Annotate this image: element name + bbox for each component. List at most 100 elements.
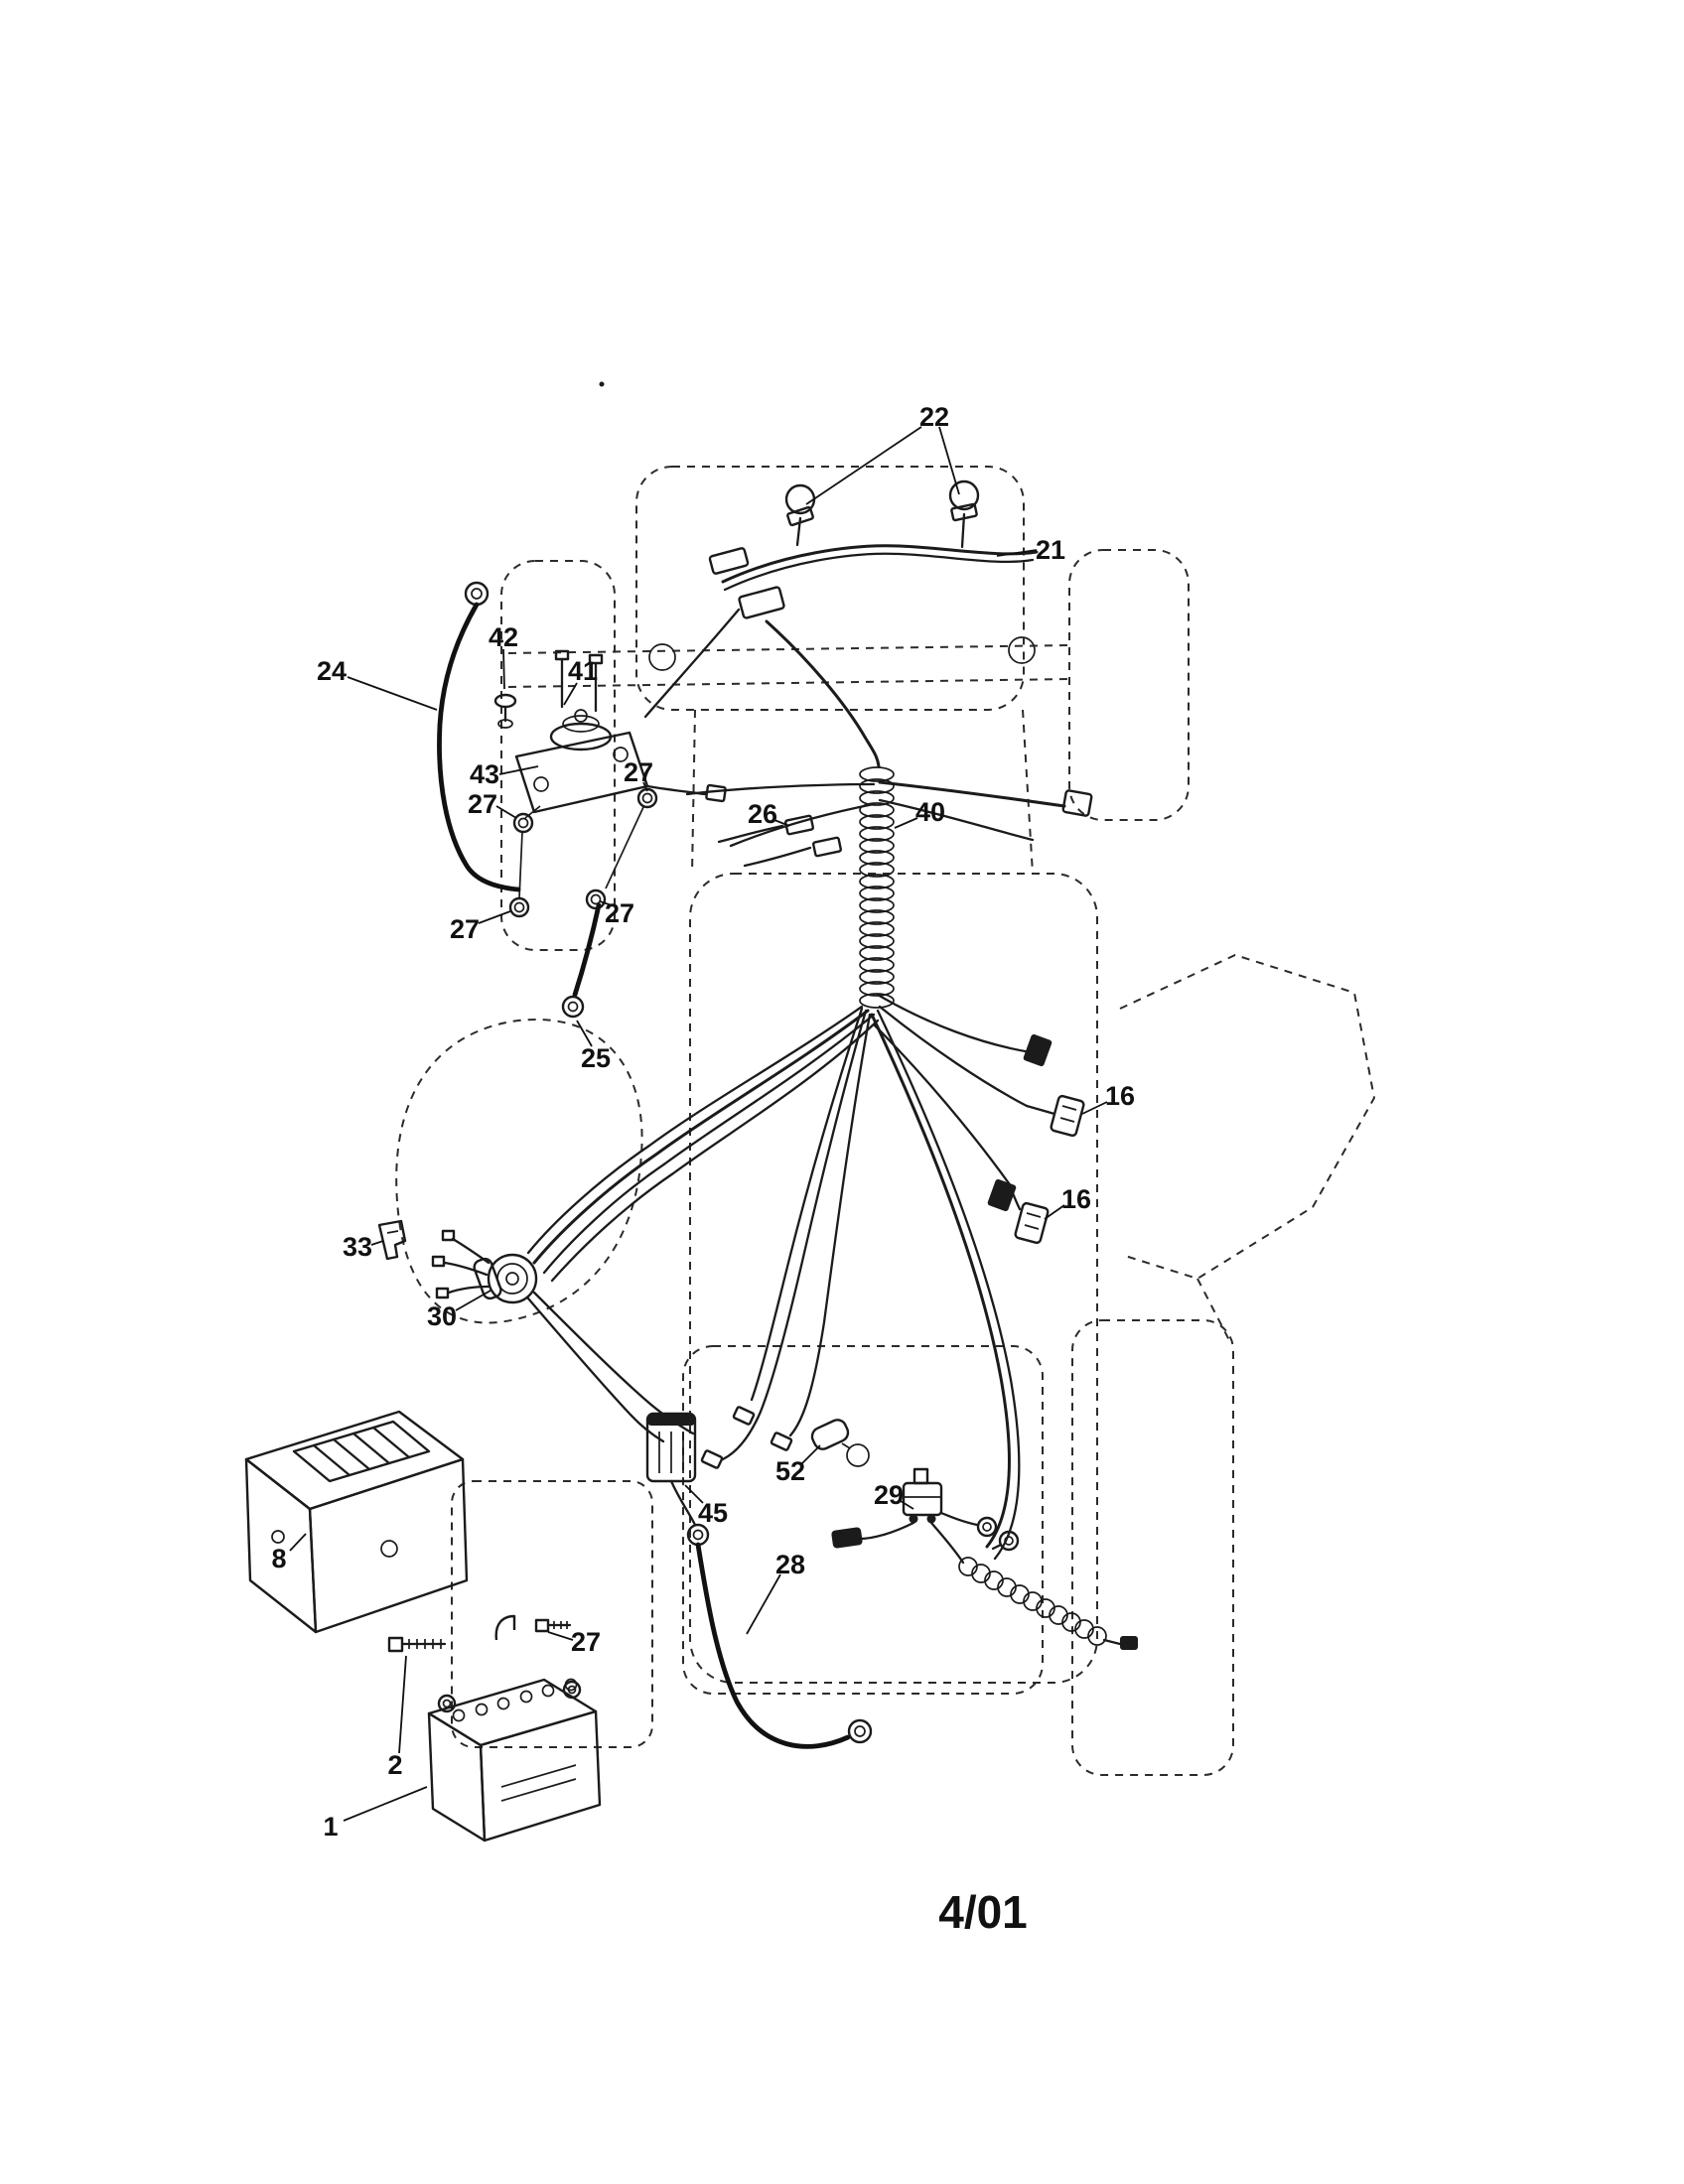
box-right-face [308, 1457, 469, 1634]
plate-hole [613, 747, 629, 762]
callout-label-40: 40 [915, 797, 945, 827]
wire-strand [870, 1013, 1011, 1549]
bolt-head [554, 649, 570, 661]
hex-nut [508, 896, 530, 918]
harness-tail-wire [765, 619, 881, 768]
connector-16 [1014, 1201, 1050, 1245]
tractor-body-outline [395, 466, 1376, 1776]
harness-connector [708, 547, 750, 575]
period-mark [599, 381, 605, 387]
ring-terminal [847, 1718, 873, 1744]
callout-leader-43 [498, 765, 539, 775]
cell-cap [475, 1703, 489, 1716]
battery-front-face [427, 1711, 487, 1843]
wire-strand [878, 780, 1066, 808]
callout-leader-45 [684, 1484, 704, 1504]
clip-body [377, 1219, 407, 1261]
rear-fender-outline [1071, 1319, 1234, 1776]
pigtail [451, 1237, 491, 1265]
callout-leader-1 [343, 1786, 428, 1822]
cell-cap [541, 1684, 555, 1698]
wire-strand [872, 1023, 1011, 1185]
connector-block [1120, 1636, 1138, 1650]
rear-body-outline [1119, 953, 1376, 1281]
ring-terminal [998, 1530, 1020, 1552]
pigtail [443, 1261, 489, 1277]
wire-strand [526, 1297, 665, 1443]
pigtail-plug [441, 1229, 456, 1242]
ring-stub [991, 1543, 1003, 1551]
fuse-grid [658, 1432, 684, 1473]
mini-plug [700, 1449, 724, 1469]
connector-slot [1059, 1105, 1077, 1123]
bolt-head [534, 1618, 550, 1633]
callout-leader-16 [1044, 1204, 1065, 1220]
callout-label-42: 42 [489, 622, 518, 652]
switch-plunger [912, 1467, 929, 1485]
callout-label-16: 16 [1105, 1081, 1135, 1111]
callout-label-33: 33 [343, 1232, 372, 1262]
fender-outline-left [500, 560, 616, 951]
connector-backshell [473, 1257, 502, 1300]
connector-slot [1024, 1212, 1042, 1230]
callout-label-1: 1 [323, 1812, 338, 1842]
cell-cap [452, 1708, 466, 1722]
wire-strand [878, 798, 1035, 842]
rubber-cap-42 [493, 693, 517, 709]
wire-strand [750, 1007, 864, 1402]
bolt-2 [387, 1636, 447, 1653]
pigtail [447, 1285, 491, 1295]
connector-body [487, 1253, 538, 1304]
headlight-socket-left [786, 505, 814, 527]
body-connector-line [1022, 709, 1034, 875]
ring-terminal-hole [854, 1725, 866, 1737]
cable [695, 1542, 851, 1749]
callout-leader-8 [289, 1533, 307, 1552]
harness-loom-coil-40 [859, 766, 895, 1009]
console-outline [395, 1018, 643, 1324]
wire-strand [878, 1005, 1029, 1108]
ring-terminal-hole [692, 1529, 704, 1541]
callout-label-30: 30 [427, 1301, 457, 1331]
callout-label-25: 25 [581, 1043, 611, 1073]
connector-plug [1061, 789, 1093, 817]
callout-label-24: 24 [317, 656, 347, 686]
fuse-lead [669, 1479, 697, 1527]
rear-body-outline [1196, 1278, 1230, 1341]
cable [437, 602, 521, 892]
mini-plug [732, 1406, 756, 1426]
callout-leader-42 [502, 648, 505, 690]
hex-nut [512, 812, 534, 834]
headlight-hole-left [648, 643, 676, 671]
fender-outline-right [1068, 549, 1190, 821]
wire-strand [526, 1005, 864, 1255]
battery-terminal-post [567, 1685, 577, 1695]
callout-label-22: 22 [919, 402, 949, 432]
callout-leader-27 [642, 781, 648, 792]
hex-nut [585, 888, 607, 910]
callout-leader-16 [1081, 1101, 1108, 1115]
battery-terminal [437, 1694, 457, 1713]
harness-connector [738, 586, 785, 619]
callout-label-29: 29 [874, 1480, 904, 1510]
battery-terminal-post [442, 1699, 452, 1708]
switch-terminal [909, 1514, 918, 1524]
wire-strand [542, 1013, 876, 1275]
callout-leader-27 [495, 805, 517, 819]
callout-label-8: 8 [271, 1544, 286, 1573]
key-ring [846, 1443, 870, 1467]
callout-label-52: 52 [775, 1456, 805, 1486]
fuse-45 [645, 1412, 710, 1547]
connector-stub [1025, 1104, 1056, 1116]
key-link [841, 1442, 851, 1449]
callout-label-27: 27 [468, 789, 497, 819]
battery-terminal [562, 1680, 582, 1700]
bulb-stub [795, 516, 802, 547]
connector-stub [1007, 1181, 1022, 1211]
chassis-outline [689, 873, 1098, 1684]
fuse-band [647, 1414, 695, 1426]
wire-strand [550, 1019, 880, 1283]
callout-label-16: 16 [1061, 1184, 1091, 1214]
callout-label-27: 27 [450, 914, 480, 944]
wire-strand [532, 1291, 695, 1435]
